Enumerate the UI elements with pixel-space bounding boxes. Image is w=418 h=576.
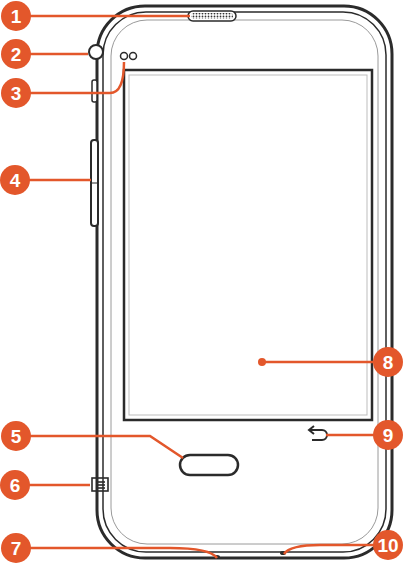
callout-badge: 6 [0,470,30,500]
callout-badge: 8 [373,347,403,377]
front-camera [89,45,103,59]
callout-number: 4 [10,171,21,190]
phone-bezel [103,12,386,552]
back-key [309,426,327,440]
callout-number: 7 [11,539,22,558]
callout-badge: 1 [1,1,31,31]
callout-badge: 2 [1,39,31,69]
touch-screen [124,70,372,420]
callout-number: 2 [11,45,22,64]
callout-number: 6 [10,476,21,495]
callout-number: 1 [11,7,22,26]
sensor [130,53,137,60]
callout-badge: 10 [373,530,403,560]
callout-number: 10 [377,536,398,555]
phone-face [111,20,378,544]
home-key [180,455,238,475]
callout-badge: 9 [373,420,403,450]
callout-number: 8 [383,353,394,372]
leader-lines [29,16,374,558]
phone-body [97,6,392,558]
earpiece [188,11,236,21]
callout-badge: 7 [1,533,31,563]
menu-key [92,478,108,491]
callout-number: 3 [11,84,22,103]
volume-key [91,140,98,226]
callout-badge: 4 [0,165,30,195]
callout-number: 9 [383,426,394,445]
callout-badge: 3 [1,78,31,108]
sensor [121,53,128,60]
callout-badge: 5 [1,421,31,451]
callout-number: 5 [11,427,22,446]
